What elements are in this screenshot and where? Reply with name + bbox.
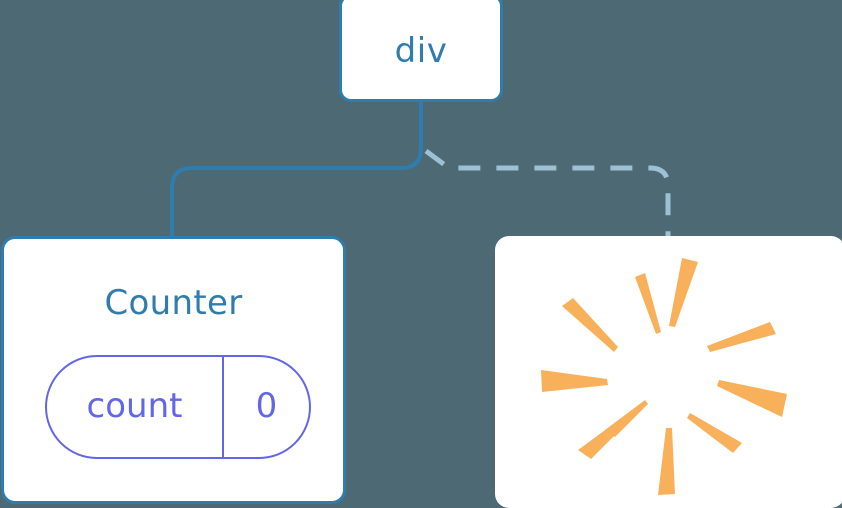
state-value-label: 0 [255,386,278,426]
state-pill-count[interactable]: count 0 [45,355,311,459]
ray-n [669,258,698,327]
node-counter-label: Counter [104,283,243,323]
ray-se [687,413,742,453]
ray-nw [562,298,618,352]
ray-nne [707,322,776,352]
sparkle-burst-icon [541,258,787,495]
state-key-label: count [47,357,224,457]
ray-w [541,370,608,392]
ray-e [717,380,787,417]
ray-nnw [635,273,661,334]
node-counter[interactable]: Counter count 0 [1,236,346,504]
node-div[interactable]: div [339,0,503,102]
edge-div-to-sparkle [424,148,671,236]
edge-div-to-counter [170,99,423,238]
node-sparkle[interactable] [495,236,842,508]
node-div-label: div [394,31,448,71]
ray-s [658,428,675,495]
ray-ssw [605,400,648,437]
